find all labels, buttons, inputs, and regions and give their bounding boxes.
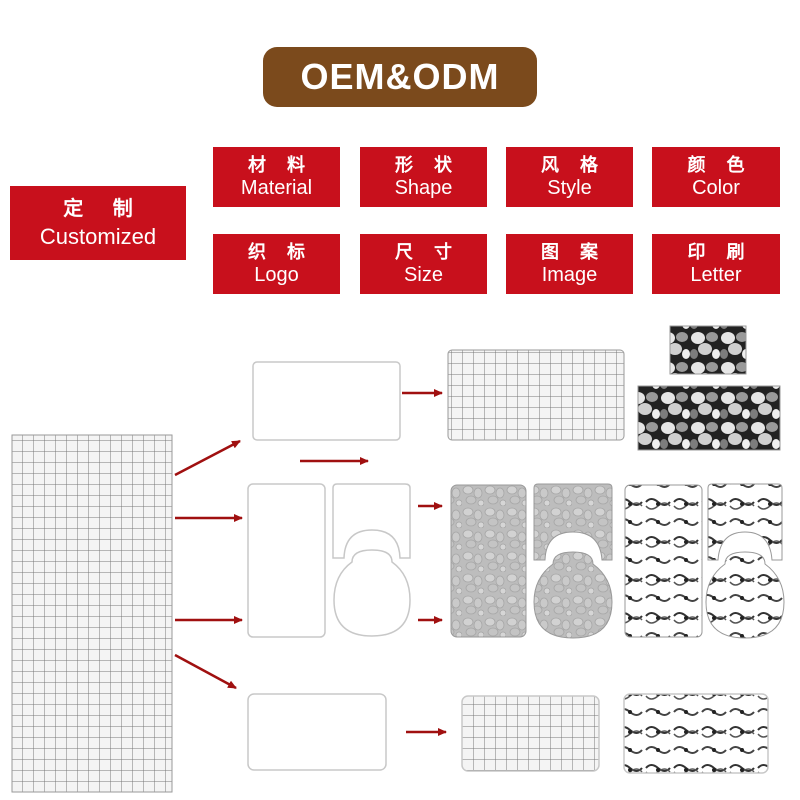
arrows-from-source <box>174 389 447 736</box>
stone-mat-small <box>669 325 747 375</box>
option-en-label: Color <box>692 177 740 199</box>
grid-mat-top <box>447 349 625 441</box>
option-cn-label: 尺 寸 <box>394 242 460 262</box>
option-cn-label: 印 刷 <box>687 242 753 262</box>
option-shape: 形 状 Shape <box>360 147 487 207</box>
option-cn-label: 颜 色 <box>687 155 753 175</box>
option-en-label: Shape <box>394 177 453 199</box>
option-style: 风 格 Style <box>506 147 633 207</box>
grid-mat-bottom <box>461 695 600 772</box>
blank-mat-rect-top <box>252 361 401 441</box>
blank-mat-tall <box>247 483 326 638</box>
option-en-label: Style <box>547 177 592 199</box>
option-logo: 织 标 Logo <box>213 234 340 294</box>
option-en-label: Image <box>541 264 598 286</box>
option-size: 尺 寸 Size <box>360 234 487 294</box>
option-cn-label: 织 标 <box>247 242 313 262</box>
blank-mat-bottom <box>247 693 387 771</box>
pebble-contour-mat <box>533 483 613 561</box>
customized-box: 定 制 Customized <box>10 186 186 260</box>
option-cn-label: 风 格 <box>540 155 606 175</box>
banner-title: OEM&ODM <box>300 56 500 97</box>
option-material: 材 料 Material <box>213 147 340 207</box>
option-letter: 印 刷 Letter <box>652 234 780 294</box>
blank-contour-mat <box>332 483 411 559</box>
pebble-mat-tall <box>450 484 527 638</box>
customized-en-label: Customized <box>39 224 157 249</box>
oem-odm-banner: OEM&ODM <box>263 47 537 107</box>
option-image: 图 案 Image <box>506 234 633 294</box>
option-cn-label: 材 料 <box>247 155 313 175</box>
option-cn-label: 形 状 <box>394 155 460 175</box>
damask-mat-tall <box>624 484 703 638</box>
option-en-label: Letter <box>690 264 742 286</box>
option-en-label: Size <box>404 264 443 286</box>
stone-mat-long <box>637 385 781 451</box>
damask-lid-cover <box>705 551 785 639</box>
option-en-label: Material <box>240 177 313 199</box>
blank-lid-cover <box>333 549 411 637</box>
option-cn-label: 图 案 <box>540 242 606 262</box>
source-mat-grid <box>11 434 173 793</box>
damask-contour-mat <box>707 483 783 561</box>
damask-mat-bottom <box>623 693 769 774</box>
option-en-label: Logo <box>254 264 299 286</box>
option-color: 颜 色 Color <box>652 147 780 207</box>
pebble-lid-cover <box>533 551 613 639</box>
customized-cn-label: 定 制 <box>63 198 145 220</box>
